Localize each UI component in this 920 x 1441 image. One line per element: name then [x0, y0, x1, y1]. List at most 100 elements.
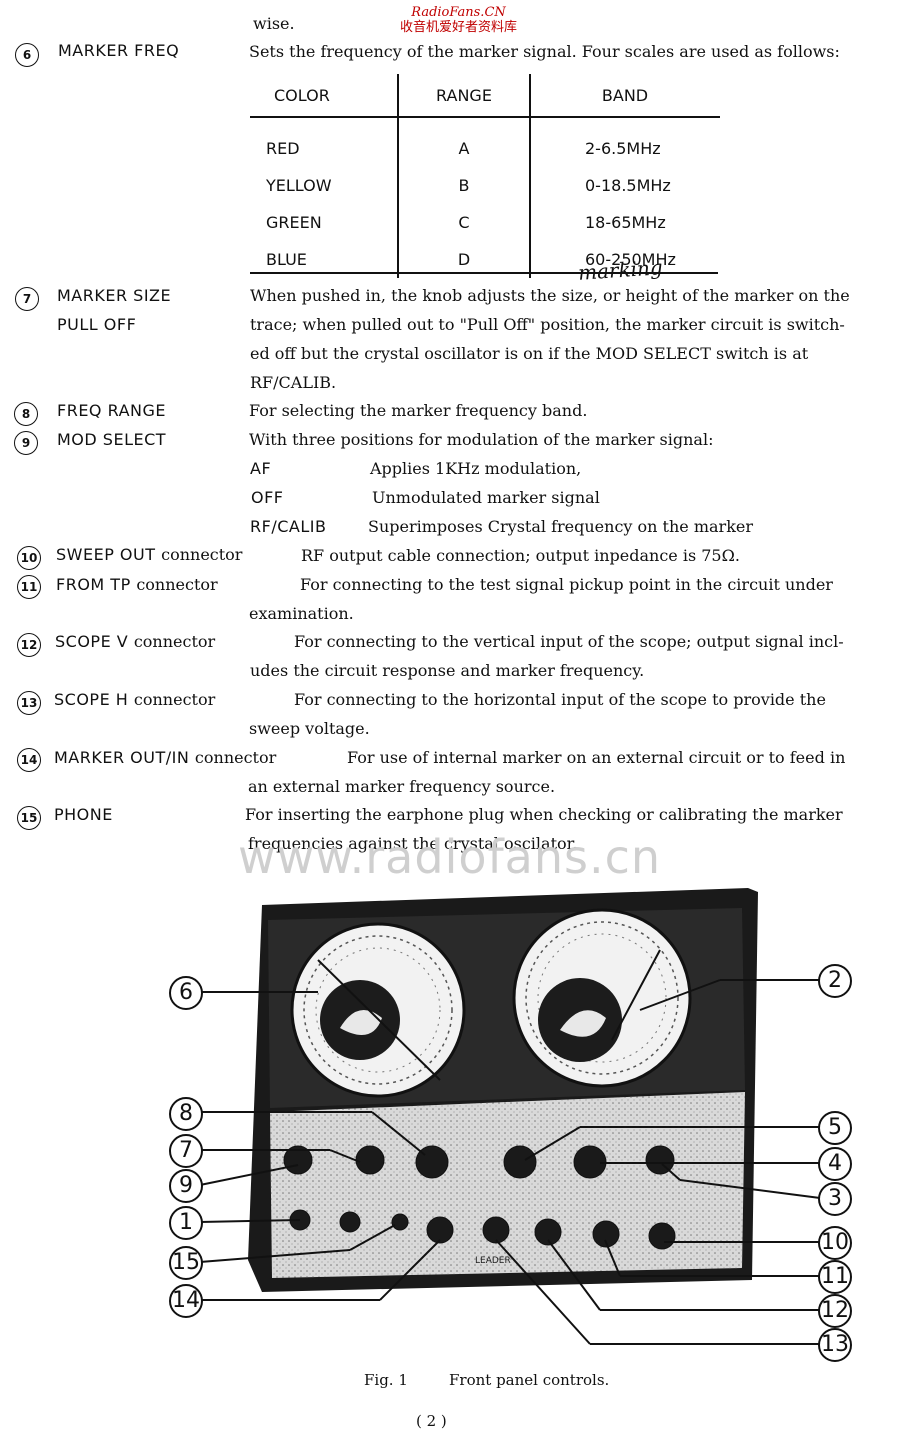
item-desc: trace; when pulled out to "Pull Off" pos… — [250, 315, 845, 334]
item-term: SWEEP OUT connector — [56, 545, 242, 564]
item-number: 10 — [17, 546, 41, 570]
item-number: 9 — [14, 431, 38, 455]
site-watermark-large: www.radiofans.cn — [238, 830, 662, 884]
figure-callout: 4 — [818, 1147, 852, 1181]
item-term: SCOPE H connector — [54, 690, 215, 709]
mod-position-desc: Applies 1KHz modulation, — [370, 459, 582, 478]
item-term-label: SWEEP OUT — [56, 545, 156, 564]
sweep-dial — [512, 908, 692, 1088]
table-cell: D — [398, 241, 531, 278]
table-cell: YELLOW — [250, 167, 399, 204]
figure-callout: 3 — [818, 1182, 852, 1216]
figure-callout: 2 — [818, 964, 852, 998]
item-desc: frequencies against the crystal oscilato… — [248, 834, 578, 853]
table-cell: GREEN — [250, 204, 399, 241]
figure-callout: 7 — [169, 1134, 203, 1168]
item-term: MARKER OUT/IN connector — [54, 748, 276, 767]
item-desc: For connecting to the horizontal input o… — [294, 690, 826, 709]
item-desc: sweep voltage. — [249, 719, 370, 738]
figure-caption-label: Fig. 1 — [364, 1371, 408, 1389]
figure-callout: 15 — [169, 1246, 203, 1280]
item-desc: RF/CALIB. — [250, 373, 337, 392]
marker-freq-dial — [290, 922, 466, 1098]
item-number: 6 — [15, 43, 39, 67]
table-cell: C — [398, 204, 531, 241]
item-desc: For connecting to the test signal pickup… — [300, 575, 833, 594]
item-term-sub: connector — [194, 748, 277, 767]
item-term-2: PULL OFF — [57, 315, 137, 334]
intro-word: wise. — [253, 14, 295, 33]
control-knobs — [283, 1145, 676, 1250]
table-cell: 60-250MHz — [585, 250, 676, 269]
item-term: FREQ RANGE — [57, 401, 166, 420]
item-desc: udes the circuit response and marker fre… — [250, 661, 645, 680]
item-term-sub: connector — [133, 690, 216, 709]
table-row: BLUE D 60-250MHz — [250, 241, 720, 278]
item-term-label: SCOPE H — [54, 690, 129, 709]
figure-callout: 11 — [818, 1260, 852, 1294]
item-desc: RF output cable connection; output inped… — [301, 546, 740, 565]
item-term-label: FROM TP — [56, 575, 131, 594]
item-term-label: MARKER OUT/IN — [54, 748, 190, 767]
item-desc: an external marker frequency source. — [248, 777, 556, 796]
item-term: MARKER SIZE — [57, 286, 172, 305]
watermark-site: RadioFans.CN — [411, 5, 506, 20]
table-cell: RED — [250, 130, 399, 167]
item-term-label: SCOPE V — [55, 632, 129, 651]
handwritten-note: marking — [577, 255, 664, 285]
mod-position: OFF — [251, 488, 284, 507]
mod-position: AF — [250, 459, 272, 478]
item-term: MARKER FREQ — [58, 41, 180, 60]
table-row: YELLOW B 0-18.5MHz — [250, 167, 720, 204]
table-cell: BLUE — [250, 241, 399, 278]
callout-leader-lines — [199, 979, 821, 1345]
front-panel-figure: LEADER — [199, 888, 821, 1345]
item-term: PHONE — [54, 805, 113, 824]
table-header: COLOR — [250, 74, 399, 118]
item-number: 7 — [15, 287, 39, 311]
site-watermark: RadioFans.CN 收音机爱好者资料库 — [400, 5, 517, 35]
item-number: 13 — [17, 691, 41, 715]
figure-callout: 10 — [818, 1226, 852, 1260]
figure-callout: 14 — [169, 1284, 203, 1318]
item-term-sub: connector — [161, 545, 243, 564]
page-number: ( 2 ) — [416, 1412, 447, 1430]
item-desc: Sets the frequency of the marker signal.… — [249, 42, 840, 61]
figure-callout: 8 — [169, 1097, 203, 1131]
item-desc: For inserting the earphone plug when che… — [245, 805, 843, 824]
figure-callout: 12 — [818, 1294, 852, 1328]
control-panel-texture — [270, 1092, 745, 1278]
mod-position: RF/CALIB — [250, 517, 327, 536]
table-cell: 18-65MHz — [585, 213, 666, 232]
table-row: RED A 2-6.5MHz — [250, 130, 720, 167]
panel-brand: LEADER — [475, 1256, 511, 1266]
figure-callout: 13 — [818, 1328, 852, 1362]
item-desc: For use of internal marker on an externa… — [347, 748, 846, 767]
item-number: 15 — [17, 806, 41, 830]
table-header: RANGE — [398, 74, 531, 118]
item-desc: With three positions for modulation of t… — [249, 430, 714, 449]
item-desc: For selecting the marker frequency band. — [249, 401, 588, 420]
mod-position-desc: Superimposes Crystal frequency on the ma… — [368, 517, 754, 536]
item-term-sub: connector — [136, 575, 218, 594]
item-number: 12 — [17, 633, 41, 657]
watermark-cn: 收音机爱好者资料库 — [400, 20, 518, 35]
mod-position-desc: Unmodulated marker signal — [372, 488, 600, 507]
table-bottom-rule — [250, 272, 718, 274]
item-desc: examination. — [249, 604, 354, 623]
table-cell: 2-6.5MHz — [585, 139, 661, 158]
figure-callout: 6 — [169, 976, 203, 1010]
item-term: FROM TP connector — [56, 575, 218, 594]
item-term: SCOPE V connector — [55, 632, 215, 651]
marker-scale-table: COLOR RANGE BAND RED A 2-6.5MHz YELLOW B… — [250, 74, 720, 278]
item-desc: When pushed in, the knob adjusts the siz… — [250, 286, 850, 305]
figure-callout: 1 — [169, 1206, 203, 1240]
item-term-sub: connector — [133, 632, 216, 651]
item-desc: ed off but the crystal oscillator is on … — [250, 344, 809, 363]
table-cell: A — [398, 130, 531, 167]
item-number: 11 — [17, 575, 41, 599]
table-header: BAND — [530, 74, 720, 118]
table-header-row: COLOR RANGE BAND — [250, 74, 720, 118]
figure-callout: 5 — [818, 1111, 852, 1145]
item-term: MOD SELECT — [57, 430, 167, 449]
